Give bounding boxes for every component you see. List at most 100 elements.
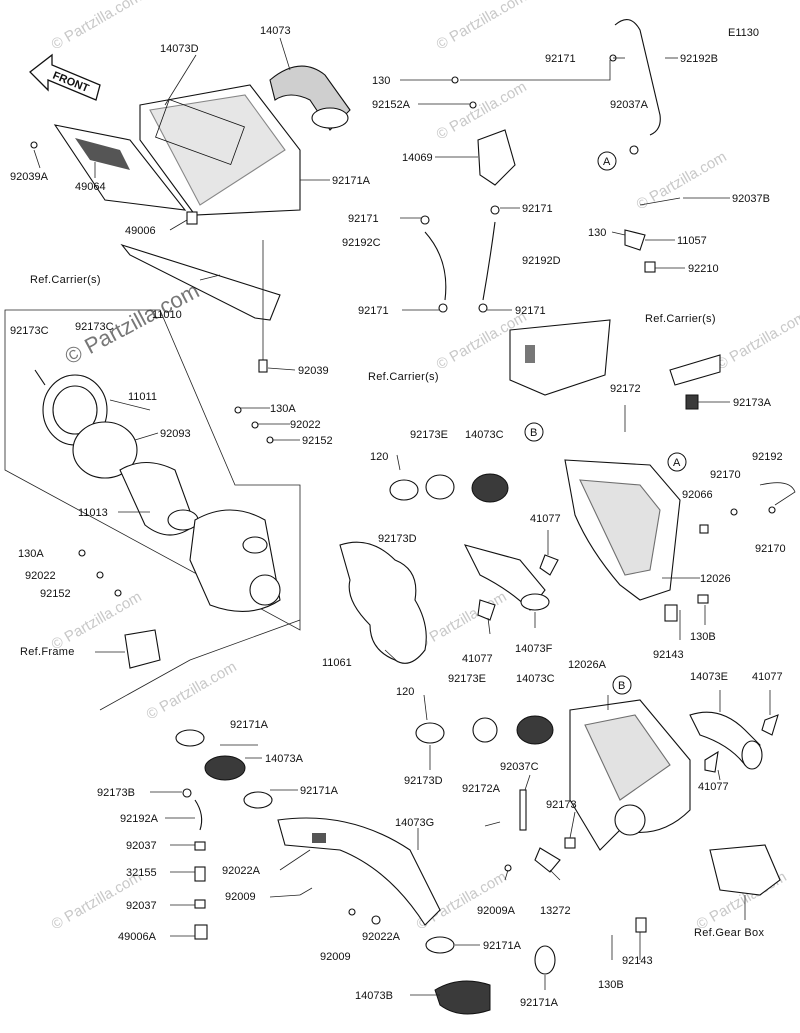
label-14073C-2: 14073C <box>516 673 555 685</box>
label-92066: 92066 <box>682 489 713 501</box>
watermark-2: © Partzilla.com <box>434 0 530 53</box>
label-92009-1: 92009 <box>225 891 256 903</box>
clip-41077-3 <box>761 714 779 736</box>
breather-14069 <box>477 129 516 186</box>
label-49006A: 49006A <box>118 931 157 943</box>
marker-B-mid-label: B <box>530 427 537 439</box>
clip-92037-2 <box>194 899 206 909</box>
label-92173: 92173 <box>546 799 577 811</box>
clamp-92171-r1 <box>490 205 500 215</box>
label-92037-1: 92037 <box>126 840 157 852</box>
label-32155: 32155 <box>126 867 157 879</box>
label-11010: 11010 <box>152 309 182 321</box>
label-92171A-4: 92171A <box>520 997 559 1009</box>
filter-element <box>53 124 187 211</box>
label-11057: 11057 <box>677 235 707 247</box>
clamp-92173E-2 <box>472 717 498 743</box>
clamp-92173C <box>34 369 46 386</box>
label-11013: 11013 <box>78 507 108 519</box>
label-92152A: 92152A <box>372 99 411 111</box>
label-92171A-2: 92171A <box>300 785 339 797</box>
duct-14073 <box>269 65 351 131</box>
label-14073C-1: 14073C <box>465 429 504 441</box>
label-92143-1: 92143 <box>653 649 684 661</box>
label-92039A: 92039A <box>10 171 49 183</box>
label-92171-l2: 92171 <box>358 305 389 317</box>
watermark-3: © Partzilla.com <box>434 78 530 143</box>
watermark-5: © Partzilla.com <box>714 308 800 373</box>
diagram-code: E1130 <box>728 27 759 39</box>
label-92173D-1: 92173D <box>378 533 417 545</box>
label-130B-1: 130B <box>690 631 716 643</box>
bolt-130A-mid <box>234 406 242 414</box>
label-92039: 92039 <box>298 365 329 377</box>
label-130B-2: 130B <box>598 979 624 991</box>
bolt-120-1 <box>396 454 401 471</box>
washer-92022-left <box>96 571 104 579</box>
gear-box-ref <box>709 844 781 896</box>
hose-92192A <box>194 799 203 831</box>
watermark-8: © Partzilla.com <box>414 588 510 653</box>
bracket-13272 <box>534 847 561 873</box>
label-92173E-2: 92173E <box>448 673 486 685</box>
label-120-2: 120 <box>396 686 414 698</box>
label-14073F: 14073F <box>515 643 553 655</box>
label-41077-3: 41077 <box>752 671 783 683</box>
label-12026: 12026 <box>700 573 731 585</box>
seal-92093 <box>72 421 138 479</box>
collar-92152A <box>469 101 477 109</box>
screw-92009-1 <box>299 887 313 896</box>
clamp-92171A-4 <box>534 945 556 975</box>
label-92152-2: 92152 <box>40 588 71 600</box>
clamp-92171-r2 <box>478 303 488 313</box>
label-92173C-b: 92173C <box>75 321 114 333</box>
part-labels: 14073D 14073 92039A 49064 49006 Ref.Carr… <box>10 25 786 1009</box>
front-arrow: FRONT <box>29 53 101 101</box>
collar-92143-1 <box>664 604 678 622</box>
label-130A-1: 130A <box>270 403 296 415</box>
label-92037B: 92037B <box>732 193 770 205</box>
clamp-92171A-3 <box>425 936 455 954</box>
clamp-92171A-1 <box>175 729 205 747</box>
label-49064: 49064 <box>75 181 106 193</box>
label-92171A-top: 92171A <box>332 175 371 187</box>
label-ref-carrier-2: Ref.Carrier(s) <box>368 371 439 383</box>
duct-14073A <box>204 755 246 781</box>
bolt-130A-left <box>78 549 86 557</box>
clamp-92037A <box>629 145 639 155</box>
bolt-120-2 <box>423 694 428 721</box>
label-92170-2: 92170 <box>755 543 786 555</box>
label-92022A-1: 92022A <box>222 865 261 877</box>
clip-41077-1 <box>539 554 559 576</box>
collar-92143-2 <box>635 917 647 933</box>
carrier-right <box>669 354 721 410</box>
label-49006: 49006 <box>125 225 156 237</box>
air-box-cover <box>139 84 301 216</box>
label-92171-top: 92171 <box>545 53 576 65</box>
bolt-92039 <box>258 359 268 373</box>
label-12026A: 12026A <box>568 659 607 671</box>
label-92171A-3: 92171A <box>483 940 522 952</box>
clamp-92171A-2 <box>243 791 273 809</box>
label-120-1: 120 <box>370 451 388 463</box>
hose-92192 <box>759 482 796 506</box>
label-41077-2: 41077 <box>462 653 493 665</box>
label-14069: 14069 <box>402 152 433 164</box>
label-92093: 92093 <box>160 428 191 440</box>
clip-41077-4 <box>704 750 719 773</box>
gasket-11061 <box>339 541 427 664</box>
watermark-1: © Partzilla.com <box>49 0 145 53</box>
label-14073A: 14073A <box>265 753 304 765</box>
circle-marker-B-low: B <box>612 675 632 695</box>
label-ref-gear-box: Ref.Gear Box <box>694 927 764 939</box>
hose-92192D <box>482 221 496 301</box>
label-92192: 92192 <box>752 451 783 463</box>
label-ref-carrier-1: Ref.Carrier(s) <box>30 274 101 286</box>
collar-92152-left <box>114 589 122 597</box>
label-92173C-a: 92173C <box>10 325 49 337</box>
filter-11013 <box>119 461 199 536</box>
label-92192A: 92192A <box>120 813 159 825</box>
label-92022-2: 92022 <box>25 570 56 582</box>
duct-14073G <box>277 817 441 926</box>
